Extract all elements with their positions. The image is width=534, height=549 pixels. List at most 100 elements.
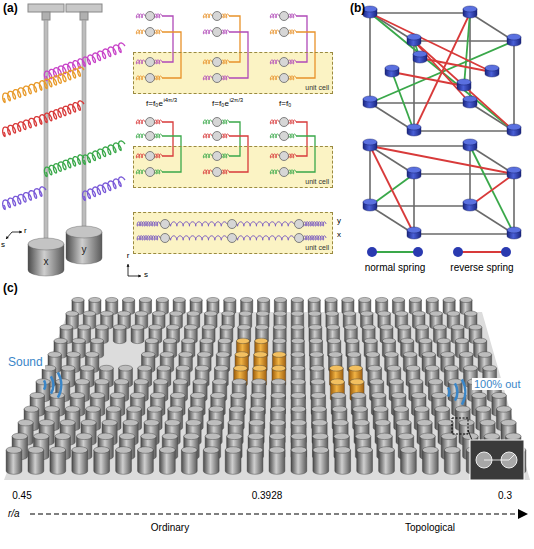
- normal-spring: [392, 72, 414, 131]
- rod-top: [184, 433, 199, 439]
- rod-top: [153, 311, 165, 316]
- sound-wave: [43, 380, 47, 391]
- rod-top: [312, 406, 327, 412]
- small-spring: [221, 14, 229, 18]
- rod-top: [447, 311, 459, 316]
- rod-top: [156, 297, 168, 302]
- rod-top: [291, 365, 305, 371]
- rod-top: [218, 338, 231, 344]
- rod-top: [139, 297, 151, 302]
- rod-top: [227, 433, 242, 439]
- lattice-spring: [303, 236, 326, 240]
- rod-top: [34, 433, 49, 439]
- rod-top: [134, 379, 148, 385]
- rod-top: [444, 447, 460, 454]
- small-spring: [221, 170, 229, 174]
- mass: [280, 74, 289, 83]
- rod-top: [310, 352, 323, 358]
- rod-top: [432, 392, 446, 398]
- rod-top: [291, 406, 306, 412]
- rod-top: [291, 392, 305, 398]
- lattice-edge: [513, 41, 515, 131]
- mass: [213, 74, 222, 83]
- zoom-box: [452, 418, 468, 434]
- mass: [146, 28, 155, 37]
- rod-top: [209, 406, 224, 412]
- rod-top: [309, 338, 322, 344]
- rod-top: [205, 433, 220, 439]
- rod: [422, 450, 438, 474]
- rod-top: [119, 365, 133, 371]
- rod-top: [334, 433, 349, 439]
- small-spring: [136, 154, 145, 158]
- rod-top: [406, 365, 420, 371]
- rod-top: [75, 379, 89, 385]
- rod-top: [173, 379, 187, 385]
- rod-top: [123, 297, 135, 302]
- small-spring: [288, 120, 296, 124]
- rod-top: [147, 406, 162, 412]
- rod-top: [313, 447, 329, 454]
- rod-top: [207, 420, 222, 426]
- rod-top: [186, 420, 201, 426]
- small-spring: [221, 154, 229, 158]
- coupling-formula: f=f₀: [279, 100, 291, 109]
- lattice-edge: [513, 174, 515, 234]
- rod-top: [203, 447, 219, 454]
- lattice-spring: [170, 222, 227, 226]
- rod-top: [346, 338, 359, 344]
- axis-arrow: [12, 232, 22, 233]
- rod-top: [464, 365, 478, 371]
- rod-top: [89, 297, 101, 302]
- rod-top: [18, 420, 33, 426]
- rod-top: [229, 406, 244, 412]
- axis-arrow-head: [19, 231, 22, 234]
- mass: [161, 220, 170, 229]
- coupling-spring: [3, 115, 46, 137]
- sound-wave: [57, 372, 63, 399]
- normal-spring: [370, 41, 514, 103]
- rod-top: [270, 433, 285, 439]
- mass: [228, 234, 237, 243]
- rod: [94, 450, 110, 474]
- rod-top: [391, 392, 405, 398]
- rod: [28, 450, 44, 474]
- mass-label: y: [82, 244, 87, 255]
- unit-cell-fill: [133, 146, 333, 188]
- axis-label: s: [144, 271, 148, 280]
- rod-top: [370, 379, 384, 385]
- rod-top: [36, 379, 50, 385]
- rod-top: [106, 297, 118, 302]
- rod-top: [119, 433, 134, 439]
- rod-top: [98, 433, 113, 439]
- rod-top: [157, 365, 171, 371]
- mass: [146, 118, 155, 127]
- annotation: Sound: [6, 356, 45, 369]
- rod-top: [311, 379, 325, 385]
- small-spring: [154, 60, 162, 64]
- reverse-spring: [414, 13, 470, 131]
- orange-rod-top: [350, 379, 364, 385]
- mass: [146, 132, 155, 141]
- axis-value: 0.45: [12, 490, 31, 501]
- small-spring: [136, 14, 145, 18]
- small-spring: [221, 30, 229, 34]
- axis-label: r: [24, 227, 27, 236]
- rod-top: [45, 406, 60, 412]
- rod-top: [200, 338, 213, 344]
- rod-top: [205, 311, 217, 316]
- row-label: y: [337, 217, 341, 226]
- rod-top: [403, 352, 416, 358]
- mass: [146, 12, 155, 21]
- rod-top: [332, 406, 347, 412]
- rod-top: [387, 365, 401, 371]
- lattice-mass-top: [413, 51, 427, 57]
- lattice-mass-top: [363, 96, 377, 102]
- rod-top: [392, 297, 404, 302]
- rod-top: [291, 297, 303, 302]
- rod-top: [357, 447, 373, 454]
- rod-top: [385, 352, 398, 358]
- small-spring: [270, 134, 279, 138]
- unit-cell-label: unit cell: [305, 84, 329, 92]
